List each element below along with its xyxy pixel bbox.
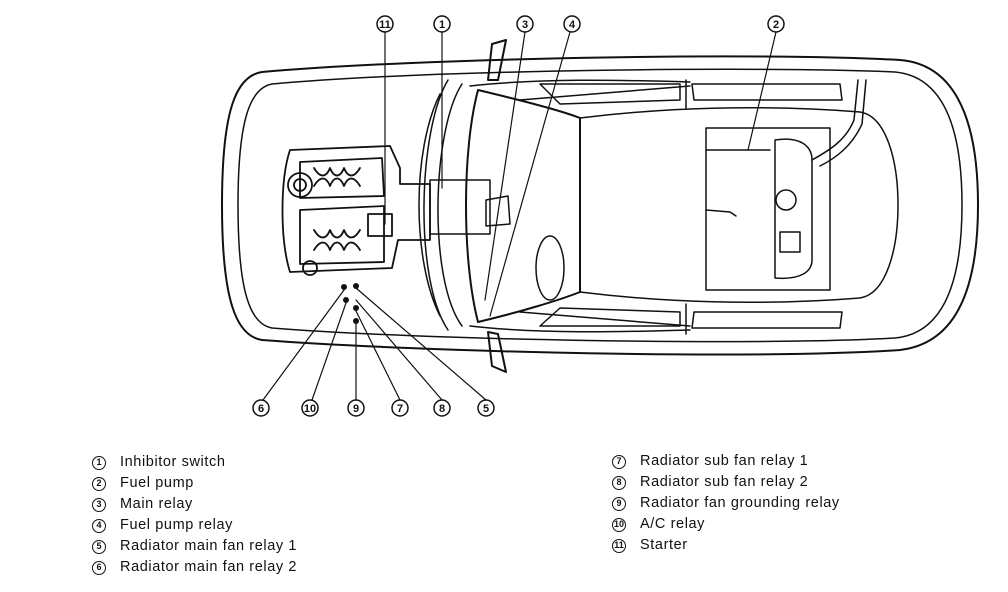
svg-text:4: 4 bbox=[569, 19, 576, 31]
legend-number: 2 bbox=[92, 476, 106, 491]
callout-markers: 11 1 3 4 2 6 1 bbox=[252, 15, 785, 417]
legend-label: Fuel pump relay bbox=[120, 517, 233, 533]
svg-text:6: 6 bbox=[258, 403, 264, 415]
legend-label: Radiator main fan relay 2 bbox=[120, 559, 297, 575]
legend-number: 11 bbox=[612, 538, 626, 553]
legend-item: 10 A/C relay bbox=[612, 514, 840, 535]
engine-block bbox=[281, 145, 431, 276]
legend-item: 9 Radiator fan grounding relay bbox=[612, 493, 840, 514]
interior bbox=[429, 179, 565, 301]
callout-7: 7 bbox=[391, 399, 409, 417]
legend-number: 4 bbox=[92, 518, 106, 533]
legend-number: 6 bbox=[92, 560, 106, 575]
callout-5: 5 bbox=[477, 399, 495, 417]
legend-item: 3 Main relay bbox=[92, 494, 297, 515]
legend-label: Main relay bbox=[120, 496, 193, 512]
legend-item: 11 Starter bbox=[612, 535, 840, 556]
legend-item: 8 Radiator sub fan relay 2 bbox=[612, 472, 840, 493]
svg-text:5: 5 bbox=[483, 403, 489, 415]
legend-item: 7 Radiator sub fan relay 1 bbox=[612, 451, 840, 472]
legend-number: 8 bbox=[612, 475, 626, 490]
legend-item: 2 Fuel pump bbox=[92, 473, 297, 494]
side-mirrors bbox=[487, 39, 507, 373]
legend-label: A/C relay bbox=[640, 516, 706, 532]
callout-8: 8 bbox=[433, 399, 451, 417]
legend-right: 7 Radiator sub fan relay 1 8 Radiator su… bbox=[612, 451, 840, 556]
legend-number: 3 bbox=[92, 497, 106, 512]
legend-number: 1 bbox=[92, 455, 106, 470]
legend-label: Radiator sub fan relay 2 bbox=[640, 474, 809, 490]
legend-item: 1 Inhibitor switch bbox=[92, 452, 297, 473]
callout-6: 6 bbox=[252, 399, 270, 417]
legend-label: Radiator sub fan relay 1 bbox=[640, 453, 809, 469]
car-body-outline bbox=[221, 55, 979, 356]
svg-text:2: 2 bbox=[773, 19, 779, 31]
svg-text:3: 3 bbox=[522, 19, 528, 31]
cabin bbox=[465, 79, 899, 333]
relay-cluster bbox=[341, 283, 359, 324]
legend-label: Fuel pump bbox=[120, 475, 194, 491]
legend-item: 4 Fuel pump relay bbox=[92, 515, 297, 536]
rear-deck bbox=[705, 79, 867, 291]
callout-4: 4 bbox=[563, 15, 581, 33]
callout-11: 11 bbox=[376, 15, 394, 33]
callout-9: 9 bbox=[347, 399, 365, 417]
door-windows bbox=[539, 79, 843, 335]
legend-label: Starter bbox=[640, 537, 688, 553]
svg-text:10: 10 bbox=[304, 403, 316, 415]
svg-text:8: 8 bbox=[439, 403, 445, 415]
svg-text:9: 9 bbox=[353, 403, 359, 415]
legend-number: 7 bbox=[612, 454, 626, 469]
callout-10: 10 bbox=[301, 399, 319, 417]
legend-label: Radiator fan grounding relay bbox=[640, 495, 840, 511]
callout-2: 2 bbox=[767, 15, 785, 33]
legend-label: Radiator main fan relay 1 bbox=[120, 538, 297, 554]
legend-item: 6 Radiator main fan relay 2 bbox=[92, 557, 297, 578]
callout-1: 1 bbox=[433, 15, 451, 33]
legend-label: Inhibitor switch bbox=[120, 454, 226, 470]
svg-text:11: 11 bbox=[379, 19, 391, 31]
callout-3: 3 bbox=[516, 15, 534, 33]
car-top-view-diagram: 11 1 3 4 2 6 1 bbox=[221, 15, 979, 417]
hood-lines bbox=[418, 79, 463, 331]
legend-item: 5 Radiator main fan relay 1 bbox=[92, 536, 297, 557]
legend-number: 10 bbox=[612, 517, 626, 532]
svg-text:7: 7 bbox=[397, 403, 403, 415]
svg-text:1: 1 bbox=[439, 19, 445, 31]
legend-number: 9 bbox=[612, 496, 626, 511]
legend-number: 5 bbox=[92, 539, 106, 554]
leader-lines bbox=[262, 31, 777, 401]
legend-left: 1 Inhibitor switch 2 Fuel pump 3 Main re… bbox=[92, 452, 297, 578]
